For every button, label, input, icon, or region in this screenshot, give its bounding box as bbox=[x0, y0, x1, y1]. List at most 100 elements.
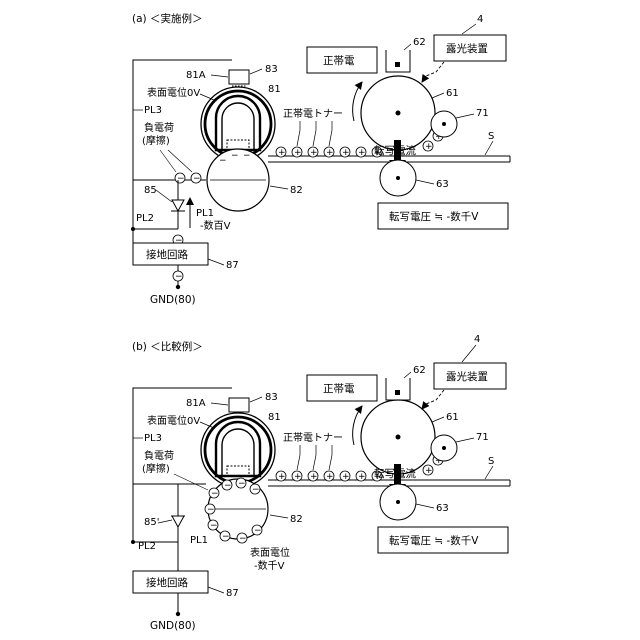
svg-text:+: + bbox=[425, 466, 433, 476]
leader-71 bbox=[456, 114, 474, 118]
label-transfer-voltage: 転写電圧 ≒ -数千V bbox=[389, 534, 479, 547]
exposure-beam bbox=[422, 62, 444, 82]
svg-text:+: + bbox=[425, 142, 433, 152]
charge-minus-sign: − bbox=[175, 272, 183, 282]
gnd-node bbox=[176, 285, 180, 289]
label-transfer-voltage: 転写電圧 ≒ -数千V bbox=[389, 210, 479, 223]
leader-toner bbox=[313, 121, 316, 146]
label-unit-4: 4 bbox=[474, 334, 480, 345]
svg-text:+: + bbox=[358, 472, 366, 482]
drum-61-center bbox=[396, 435, 401, 440]
panel-b: (b) ＜比較例＞ 81A 83 81 表面電位0V PL3 − − − − −… bbox=[131, 334, 510, 632]
panel-title: (a) ＜実施例＞ bbox=[132, 12, 202, 25]
label-unit-4: 4 bbox=[477, 14, 483, 25]
label-71: 71 bbox=[476, 432, 489, 443]
roller-charge: − bbox=[231, 151, 239, 161]
label-ground-circuit: 接地回路 bbox=[146, 576, 188, 589]
charge-minus-sign: − bbox=[193, 174, 201, 184]
label-pl2: PL2 bbox=[136, 213, 154, 224]
roller-71-center bbox=[442, 122, 446, 126]
label-85: 85 bbox=[144, 185, 157, 196]
leader-83 bbox=[250, 397, 262, 402]
svg-text:−: − bbox=[210, 521, 218, 531]
label-exposure-device: 露光装置 bbox=[446, 370, 488, 383]
svg-text:−: − bbox=[207, 505, 215, 515]
label-87: 87 bbox=[226, 588, 239, 599]
label-85-prime: 85' bbox=[144, 517, 159, 528]
leader-63 bbox=[416, 504, 434, 508]
leader-sheet bbox=[485, 466, 493, 479]
label-friction: (摩擦) bbox=[142, 134, 170, 147]
label-positive-toner: 正帯電トナー bbox=[283, 107, 343, 120]
exposure-light bbox=[395, 390, 400, 395]
leader-82 bbox=[270, 186, 288, 189]
block-83 bbox=[229, 70, 249, 84]
transfer-current-arrow bbox=[394, 140, 401, 162]
label-gnd: GND(80) bbox=[150, 620, 196, 632]
block-83 bbox=[229, 398, 249, 412]
drum-61-center bbox=[396, 111, 401, 116]
label-roller-voltage: -数千V bbox=[254, 559, 285, 572]
gnd-node bbox=[176, 612, 180, 616]
label-positive-toner: 正帯電トナー bbox=[283, 431, 343, 444]
panel-a: (a) ＜実施例＞ 81A 83 81 表面電位0V PL3 82 − − − bbox=[131, 12, 510, 306]
label-surface-potential: 表面電位0V bbox=[147, 86, 200, 99]
svg-text:+: + bbox=[294, 148, 302, 158]
leader-85 bbox=[158, 520, 172, 523]
label-positive-charge: 正帯電 bbox=[323, 382, 355, 395]
label-exposure-device: 露光装置 bbox=[446, 42, 488, 55]
exposure-unit bbox=[386, 378, 410, 400]
svg-text:+: + bbox=[310, 148, 318, 158]
svg-text:+: + bbox=[278, 472, 286, 482]
leader-87 bbox=[208, 587, 224, 593]
leader-toner bbox=[313, 445, 316, 470]
label-pl3: PL3 bbox=[144, 433, 162, 444]
leader-4 bbox=[462, 345, 476, 362]
leader-toner bbox=[297, 445, 300, 470]
label-62: 62 bbox=[413, 365, 426, 376]
svg-text:+: + bbox=[278, 148, 286, 158]
leader-4 bbox=[462, 24, 476, 34]
svg-text:−: − bbox=[252, 485, 260, 495]
diode-85 bbox=[172, 200, 184, 211]
transfer-current-arrow bbox=[394, 464, 401, 486]
leader-71 bbox=[456, 438, 474, 442]
label-pl1-voltage: -数百V bbox=[200, 219, 231, 232]
label-roller-surface: 表面電位 bbox=[250, 546, 290, 559]
roller-charge: − bbox=[219, 156, 227, 166]
svg-text:+: + bbox=[326, 148, 334, 158]
label-negative-charge: 負電荷 bbox=[144, 122, 174, 134]
leader-friction bbox=[160, 150, 176, 172]
label-82: 82 bbox=[290, 514, 303, 525]
leader-81a bbox=[211, 75, 228, 77]
label-62: 62 bbox=[413, 37, 426, 48]
leader-61 bbox=[432, 93, 444, 98]
label-friction: (摩擦) bbox=[142, 462, 170, 475]
node-junction bbox=[131, 540, 135, 544]
label-63: 63 bbox=[436, 179, 449, 190]
leader-87 bbox=[208, 259, 224, 265]
label-61: 61 bbox=[446, 88, 459, 99]
label-61: 61 bbox=[446, 412, 459, 423]
svg-text:+: + bbox=[294, 472, 302, 482]
label-83: 83 bbox=[265, 392, 278, 403]
label-negative-charge: 負電荷 bbox=[144, 450, 174, 462]
svg-text:−: − bbox=[254, 526, 262, 536]
roller-charge: − bbox=[243, 151, 251, 161]
label-81: 81 bbox=[268, 412, 281, 423]
svg-text:+: + bbox=[342, 472, 350, 482]
transfer-roller-63-center bbox=[396, 500, 400, 504]
leader-62 bbox=[404, 372, 411, 378]
leader-friction bbox=[168, 150, 192, 172]
svg-text:−: − bbox=[211, 489, 219, 499]
label-pl2: PL2 bbox=[138, 541, 156, 552]
leader-83 bbox=[250, 69, 262, 74]
svg-text:+: + bbox=[342, 148, 350, 158]
leader-62 bbox=[404, 44, 411, 50]
label-sheet: S bbox=[488, 456, 494, 467]
label-81a: 81A bbox=[186, 398, 206, 409]
label-83: 83 bbox=[265, 64, 278, 75]
leader-toner bbox=[329, 445, 332, 470]
label-sheet: S bbox=[488, 131, 494, 142]
svg-text:+: + bbox=[310, 472, 318, 482]
